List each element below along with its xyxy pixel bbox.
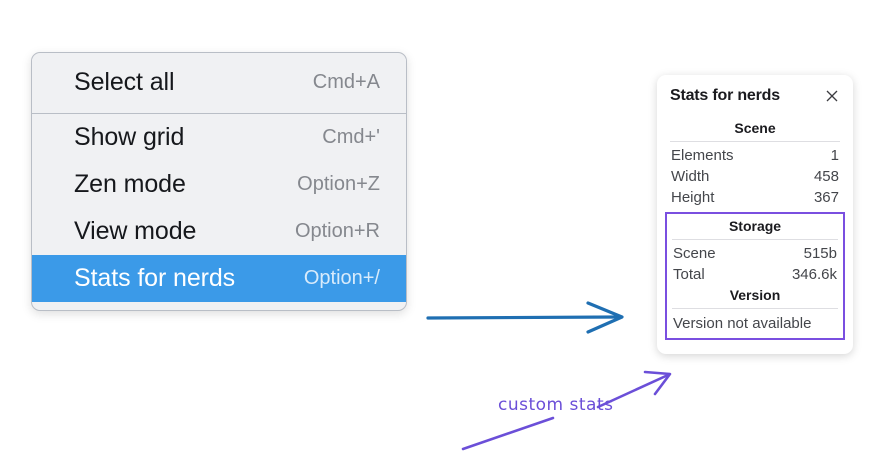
menu-item-stats-for-nerds[interactable]: Stats for nerds Option+/ <box>32 255 406 302</box>
section-heading: Version <box>729 287 781 303</box>
section-scene: Scene Elements 1 Width 458 Height 367 <box>670 118 840 208</box>
menu-item-shortcut: Option+Z <box>297 173 380 195</box>
table-row: Width 458 <box>670 166 840 187</box>
section-rule <box>672 308 838 309</box>
menu-item-label: Show grid <box>74 123 185 151</box>
blue-arrow-annotation <box>426 301 624 334</box>
menu-item-shortcut: Option+/ <box>303 267 380 289</box>
menu-group-2: Show grid Cmd+' Zen mode Option+Z View m… <box>32 114 406 302</box>
custom-stats-highlight-box: Storage Scene 515b Total 346.6k Version … <box>665 212 845 340</box>
stat-value: 458 <box>813 168 839 185</box>
stat-value: 367 <box>813 189 839 206</box>
menu-item-shortcut: Cmd+' <box>322 126 380 148</box>
menu-item-label: Stats for nerds <box>74 264 236 292</box>
table-row: Height 367 <box>670 187 840 208</box>
close-icon[interactable] <box>824 88 840 104</box>
section-storage: Storage Scene 515b Total 346.6k <box>672 216 838 285</box>
stats-for-nerds-panel: Stats for nerds Scene Elements 1 Width 4… <box>657 75 853 354</box>
table-row: Scene 515b <box>672 243 838 264</box>
stat-label: Height <box>671 189 715 206</box>
section-heading: Scene <box>734 120 776 136</box>
custom-stats-annotation-label: custom stats <box>498 395 614 415</box>
table-row: Elements 1 <box>670 145 840 166</box>
section-version: Version Version not available <box>672 285 838 335</box>
section-heading: Storage <box>728 218 782 234</box>
context-menu[interactable]: Select all Cmd+A Show grid Cmd+' Zen mod… <box>31 52 407 311</box>
section-rule <box>672 239 838 240</box>
stat-value: 1 <box>830 147 839 164</box>
menu-item-label: Zen mode <box>74 170 186 198</box>
section-rule <box>670 141 840 142</box>
stat-value: 346.6k <box>791 266 837 283</box>
stat-label: Scene <box>673 245 716 262</box>
panel-header: Stats for nerds <box>670 87 840 105</box>
purple-underline-annotation <box>461 416 555 451</box>
menu-item-label: View mode <box>74 217 197 245</box>
panel-title: Stats for nerds <box>670 87 780 104</box>
menu-item-shortcut: Cmd+A <box>312 71 380 93</box>
menu-item-show-grid[interactable]: Show grid Cmd+' <box>32 114 406 161</box>
menu-item-label: Select all <box>74 68 175 96</box>
menu-item-zen-mode[interactable]: Zen mode Option+Z <box>32 161 406 208</box>
menu-separator <box>32 113 406 114</box>
stat-label: Total <box>673 266 705 283</box>
table-row: Total 346.6k <box>672 264 838 285</box>
version-value: Version not available <box>673 315 812 332</box>
stat-label: Elements <box>671 147 734 164</box>
stat-label: Width <box>671 168 710 185</box>
menu-item-view-mode[interactable]: View mode Option+R <box>32 208 406 255</box>
menu-group-1: Select all Cmd+A <box>32 59 406 106</box>
menu-item-shortcut: Option+R <box>294 220 380 242</box>
menu-item-select-all[interactable]: Select all Cmd+A <box>32 59 406 106</box>
stat-value: 515b <box>803 245 837 262</box>
